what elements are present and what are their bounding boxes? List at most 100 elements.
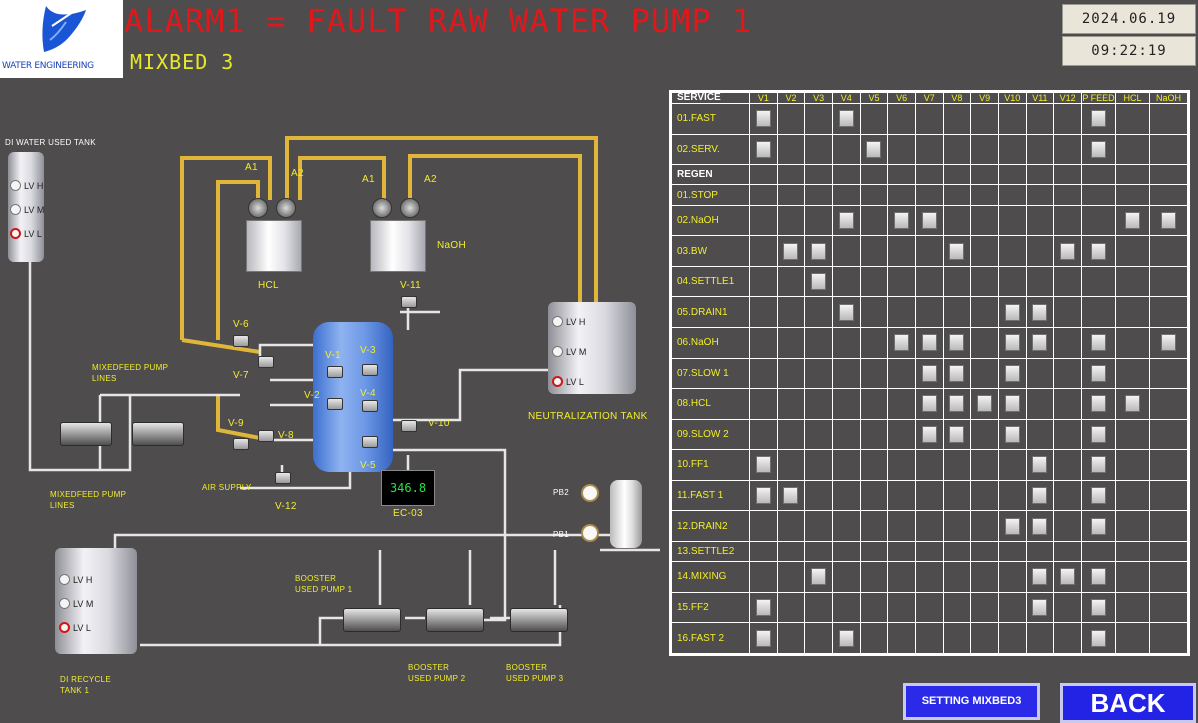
back-button[interactable]: BACK — [1060, 683, 1196, 723]
valve-cell — [1053, 510, 1082, 542]
valve-cell — [1053, 265, 1082, 298]
valve-cell — [1149, 184, 1188, 206]
valve-v4[interactable] — [362, 400, 378, 412]
booster-pump-2[interactable] — [426, 608, 484, 632]
pressure-switch-pb1[interactable] — [581, 524, 599, 542]
valve-cell — [997, 204, 1027, 237]
valve-cell — [914, 357, 944, 390]
booster-pump-1[interactable] — [343, 608, 401, 632]
valve-v1[interactable] — [327, 366, 343, 378]
valve-cell — [942, 622, 972, 654]
valve-cell — [914, 327, 944, 359]
valve-cell — [887, 388, 916, 420]
valve-cell — [804, 133, 833, 166]
table-row: 12.DRAIN2 — [671, 510, 1188, 542]
pressure-tank — [610, 480, 642, 548]
hcl-dosing-pump-a1[interactable] — [248, 198, 268, 218]
mixedfeed-pump-2[interactable] — [132, 422, 184, 446]
valve-open-marker — [1060, 242, 1076, 260]
valve-open-marker — [755, 140, 771, 158]
level-mid-indicator — [10, 204, 21, 215]
water-drop-logo-icon — [42, 5, 86, 52]
valve-cell — [1025, 327, 1055, 359]
valve-cell — [942, 510, 972, 542]
valve-v9-label: V-9 — [228, 418, 244, 429]
valve-open-marker — [1161, 212, 1176, 230]
level-high-indicator — [59, 574, 70, 585]
naoh-dosing-pump-a1[interactable] — [372, 198, 392, 218]
valve-v11[interactable] — [401, 296, 417, 308]
valve-cell — [970, 235, 999, 267]
valve-open-marker — [921, 395, 937, 413]
valve-cell — [1081, 296, 1116, 328]
valve-cell — [914, 235, 944, 267]
column-header: V12 — [1053, 92, 1082, 104]
valve-v10[interactable] — [401, 420, 417, 432]
valve-open-marker — [1004, 303, 1020, 321]
valve-v8[interactable] — [258, 430, 274, 442]
valve-cell — [970, 103, 999, 135]
step-label: 07.SLOW 1 — [671, 357, 750, 390]
valve-cell — [1025, 103, 1055, 135]
valve-cell — [997, 622, 1027, 654]
column-header: V7 — [914, 92, 944, 104]
valve-cell — [831, 103, 861, 135]
valve-cell — [1053, 296, 1082, 328]
valve-cell — [804, 296, 833, 328]
valve-v9[interactable] — [233, 438, 249, 450]
valve-cell — [970, 540, 999, 563]
valve-cell — [887, 204, 916, 237]
valve-cell — [1115, 561, 1150, 593]
mixedfeed-pump-1[interactable] — [60, 422, 112, 446]
valve-cell — [942, 327, 972, 359]
valve-cell — [914, 449, 944, 481]
valve-cell — [1025, 561, 1055, 593]
pressure-switch-pb2[interactable] — [581, 484, 599, 502]
valve-open-marker — [949, 425, 965, 443]
booster-pump-3[interactable] — [510, 608, 568, 632]
valve-cell — [1081, 357, 1116, 390]
valve-cell — [970, 479, 999, 512]
valve-v12[interactable] — [275, 472, 291, 484]
valve-cell — [1081, 327, 1116, 359]
valve-cell — [776, 540, 806, 563]
column-header-service: SERVICE — [671, 92, 750, 104]
naoh-dosing-pump-a2[interactable] — [400, 198, 420, 218]
valve-cell — [1081, 204, 1116, 237]
valve-cell — [831, 510, 861, 542]
valve-v7[interactable] — [258, 356, 274, 368]
valve-open-marker — [921, 364, 937, 382]
valve-cell — [1149, 164, 1188, 186]
mixfeed-bottom-label-1: MIXEDFEED PUMP — [50, 490, 127, 499]
valve-cell — [1053, 164, 1082, 186]
valve-open-marker — [1091, 140, 1106, 158]
valve-cell — [1053, 479, 1082, 512]
hcl-dosing-pump-a2[interactable] — [276, 198, 296, 218]
valve-cell — [942, 388, 972, 420]
valve-cell — [1115, 265, 1150, 298]
valve-cell — [776, 418, 806, 451]
valve-cell — [831, 591, 861, 624]
level-low-indicator — [10, 228, 21, 239]
valve-cell — [831, 296, 861, 328]
valve-v5[interactable] — [362, 436, 378, 448]
booster2-label-1: BOOSTER — [408, 663, 450, 672]
valve-v2[interactable] — [327, 398, 343, 410]
valve-cell — [970, 133, 999, 166]
valve-open-marker — [838, 303, 854, 321]
valve-cell — [887, 510, 916, 542]
setting-mixbed-button[interactable]: SETTING MIXBED3 — [903, 683, 1040, 720]
valve-cell — [997, 235, 1027, 267]
valve-cell — [1053, 327, 1082, 359]
piping-diagram — [28, 136, 660, 647]
valve-cell — [859, 133, 889, 166]
table-row: 07.SLOW 1 — [671, 357, 1188, 390]
valve-cell — [749, 327, 778, 359]
time-display: 09:22:19 — [1062, 36, 1196, 66]
table-row: 04.SETTLE1 — [671, 265, 1188, 298]
valve-cell — [914, 103, 944, 135]
valve-open-marker — [866, 140, 882, 158]
valve-v6[interactable] — [233, 335, 249, 347]
valve-cell — [804, 591, 833, 624]
valve-v3[interactable] — [362, 364, 378, 376]
